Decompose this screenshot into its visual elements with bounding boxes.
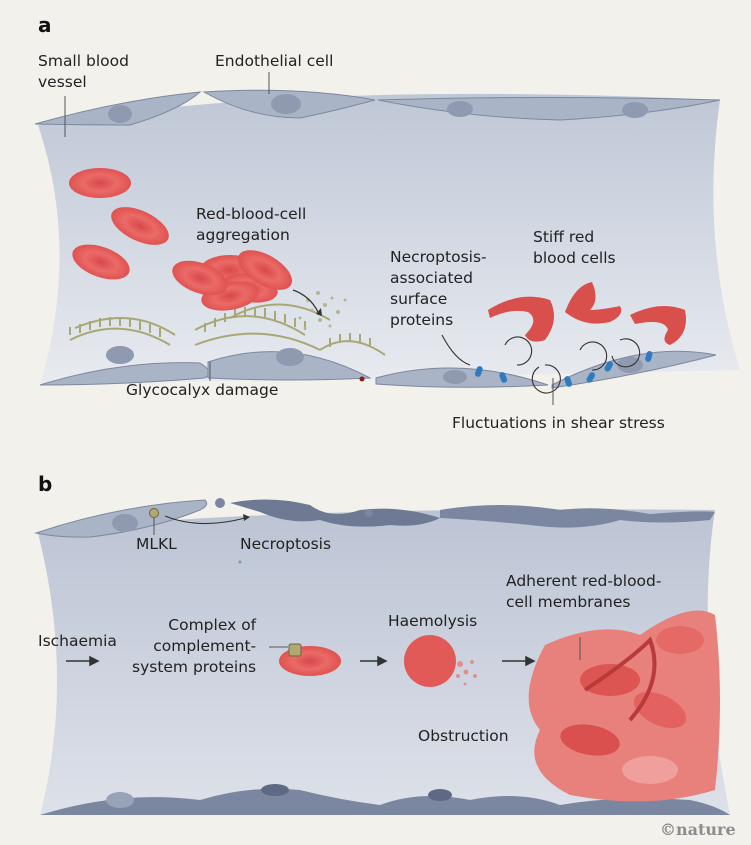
label-glycocalyx-damage: Glycocalyx damage [126, 381, 279, 399]
red-blood-cell [111, 207, 169, 245]
necrotic-cell [40, 788, 730, 815]
necroptosis-arrow [164, 515, 246, 525]
glycocalyx-debris [298, 291, 347, 330]
label-stiff-rbc: Stiff red blood cells [533, 228, 616, 267]
label-necroptosis: Necroptosis [240, 535, 332, 553]
label-shear-stress: Fluctuations in shear stress [452, 414, 665, 432]
red-blood-cells [69, 168, 169, 280]
necroptosis-proteins [474, 351, 653, 387]
necrotic-cell [230, 499, 440, 527]
label-mlkl: MLKL [136, 535, 177, 553]
label-ischaemia: Ischaemia [38, 632, 117, 650]
panel-label-a: a [38, 13, 52, 37]
leader-lines [64, 72, 554, 405]
red-blood-cell [279, 646, 341, 676]
shear-stress-swirls [504, 336, 641, 394]
complement-complex [288, 643, 302, 657]
debris-arrow [292, 289, 319, 313]
mlkl-protein [149, 508, 159, 518]
panel-a-vessel [34, 89, 740, 389]
stiff-red-blood-cells [488, 282, 686, 345]
credit-nature: ©nature [660, 820, 736, 839]
label-adherent-membranes: Adherent red-blood- cell membranes [506, 572, 662, 611]
red-blood-cell [72, 244, 130, 280]
label-small-blood-vessel: Small blood vessel [38, 52, 129, 91]
label-endothelial-cell: Endothelial cell [215, 52, 334, 70]
label-necroptosis-proteins: Necroptosis- associated surface proteins [390, 248, 487, 329]
necrotic-cell [440, 505, 715, 528]
rbc-obstruction [528, 610, 720, 802]
red-blood-cell [69, 168, 131, 198]
flow-arrows [66, 655, 536, 667]
glycocalyx [69, 303, 386, 356]
rbc-aggregate [172, 250, 293, 311]
panel-label-b: b [38, 472, 53, 496]
haemolysis-fragments [456, 660, 477, 686]
label-rbc-aggregation: Red-blood-cell aggregation [196, 205, 307, 244]
label-complement: Complex of complement- system proteins [132, 616, 257, 676]
label-obstruction: Obstruction [418, 727, 509, 745]
label-haemolysis: Haemolysis [388, 612, 478, 630]
haemolysing-cell [404, 635, 456, 687]
proteins-pointer [441, 334, 471, 366]
